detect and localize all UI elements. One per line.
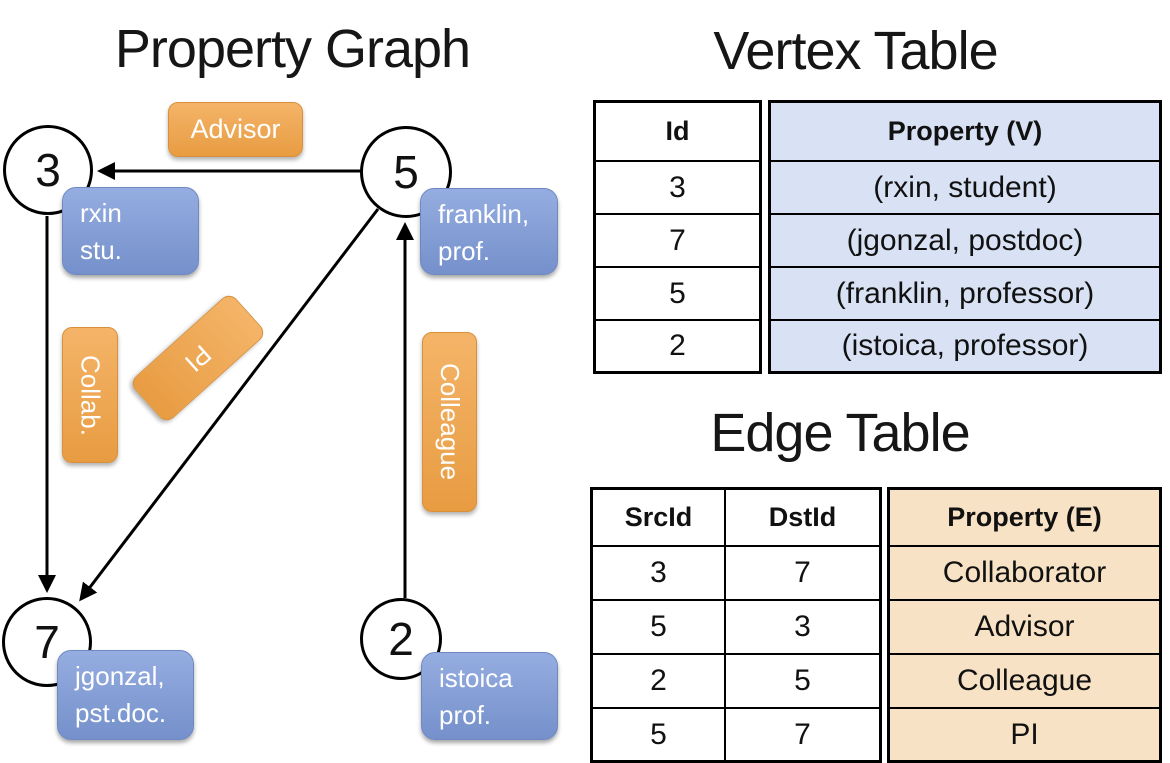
edge-property-cell: Advisor — [890, 599, 1159, 653]
vertex-table-title: Vertex Table — [713, 21, 998, 81]
vertex-property-box-istoica: istoica prof. — [421, 652, 558, 740]
vertex-id-cell: 2 — [596, 319, 759, 371]
vertex-property-line: jgonzal, — [75, 661, 165, 691]
edge-table-header-srcid: SrcId — [624, 502, 693, 532]
vertex-property-line: stu. — [80, 234, 122, 265]
edge-property-cell: PI — [890, 707, 1159, 760]
edge-property-cell: Colleague — [890, 653, 1159, 707]
vertex-table-header-id: Id — [665, 116, 690, 146]
vertex-property-line: istoica — [439, 663, 513, 693]
vertex-property-cell: (jgonzal, postdoc) — [771, 213, 1159, 266]
vertex-property-line: prof. — [439, 699, 492, 730]
vertex-table-property-column: Property (V) (rxin, student) (jgonzal, p… — [768, 100, 1162, 374]
vertex-property-cell: (franklin, professor) — [771, 266, 1159, 319]
edge-label-collab: Collab. — [62, 327, 118, 463]
vertex-property-cell: (rxin, student) — [771, 160, 1159, 213]
vertex-property-box-jgonzal: jgonzal, pst.doc. — [57, 650, 194, 740]
edge-table-title: Edge Table — [710, 403, 970, 463]
vertex-property-line: franklin, — [438, 199, 530, 229]
edge-property-cell: Collaborator — [890, 545, 1159, 599]
edge-table: SrcId DstId 3 7 5 3 2 5 5 7 Property (E)… — [590, 487, 1162, 763]
vertex-property-box-rxin: rxin stu. — [62, 187, 199, 275]
node-2-id: 2 — [388, 613, 414, 665]
edge-src-cell: 2 — [593, 653, 724, 707]
node-7-id: 7 — [34, 616, 60, 668]
edge-table-property-column: Property (E) Collaborator Advisor Collea… — [887, 487, 1162, 763]
edge-src-cell: 5 — [593, 707, 724, 760]
edge-src-cell: 3 — [593, 545, 724, 599]
vertex-id-cell: 5 — [596, 266, 759, 319]
edge-dst-cell: 7 — [724, 707, 879, 760]
edge-table-ids-columns: SrcId DstId 3 7 5 3 2 5 5 7 — [590, 487, 882, 763]
vertex-id-cell: 3 — [596, 160, 759, 213]
node-3-id: 3 — [35, 144, 61, 196]
edge-table-header-dstid: DstId — [724, 490, 879, 545]
vertex-property-line: rxin — [80, 198, 122, 228]
vertex-property-cell: (istoica, professor) — [771, 319, 1159, 371]
edge-5-to-7 — [79, 208, 380, 602]
edge-table-header-property: Property (E) — [890, 490, 1159, 545]
edge-dst-cell: 3 — [724, 599, 879, 653]
vertex-table-id-column: Id 3 7 5 2 — [593, 100, 762, 374]
property-graph-title: Property Graph — [114, 19, 471, 79]
vertex-property-line: pst.doc. — [75, 697, 167, 728]
graph-edges — [38, 162, 414, 602]
property-graph-panel: Property Graph 3 5 7 2 rxin stu. frankli… — [0, 0, 585, 760]
graph-node-2: 2 — [360, 598, 442, 680]
vertex-property-box-franklin: franklin, prof. — [420, 188, 558, 275]
edge-dst-cell: 5 — [724, 653, 879, 707]
edge-label-advisor: Advisor — [168, 102, 303, 157]
edge-label-colleague: Colleague — [422, 332, 477, 512]
vertex-id-cell: 7 — [596, 213, 759, 266]
edge-dst-cell: 7 — [724, 545, 879, 599]
vertex-property-line: prof. — [438, 235, 491, 266]
node-5-id: 5 — [393, 146, 419, 198]
vertex-table-header-property: Property (V) — [771, 103, 1159, 160]
vertex-table: Id 3 7 5 2 Property (V) (rxin, student) … — [593, 100, 1162, 374]
edge-src-cell: 5 — [593, 599, 724, 653]
